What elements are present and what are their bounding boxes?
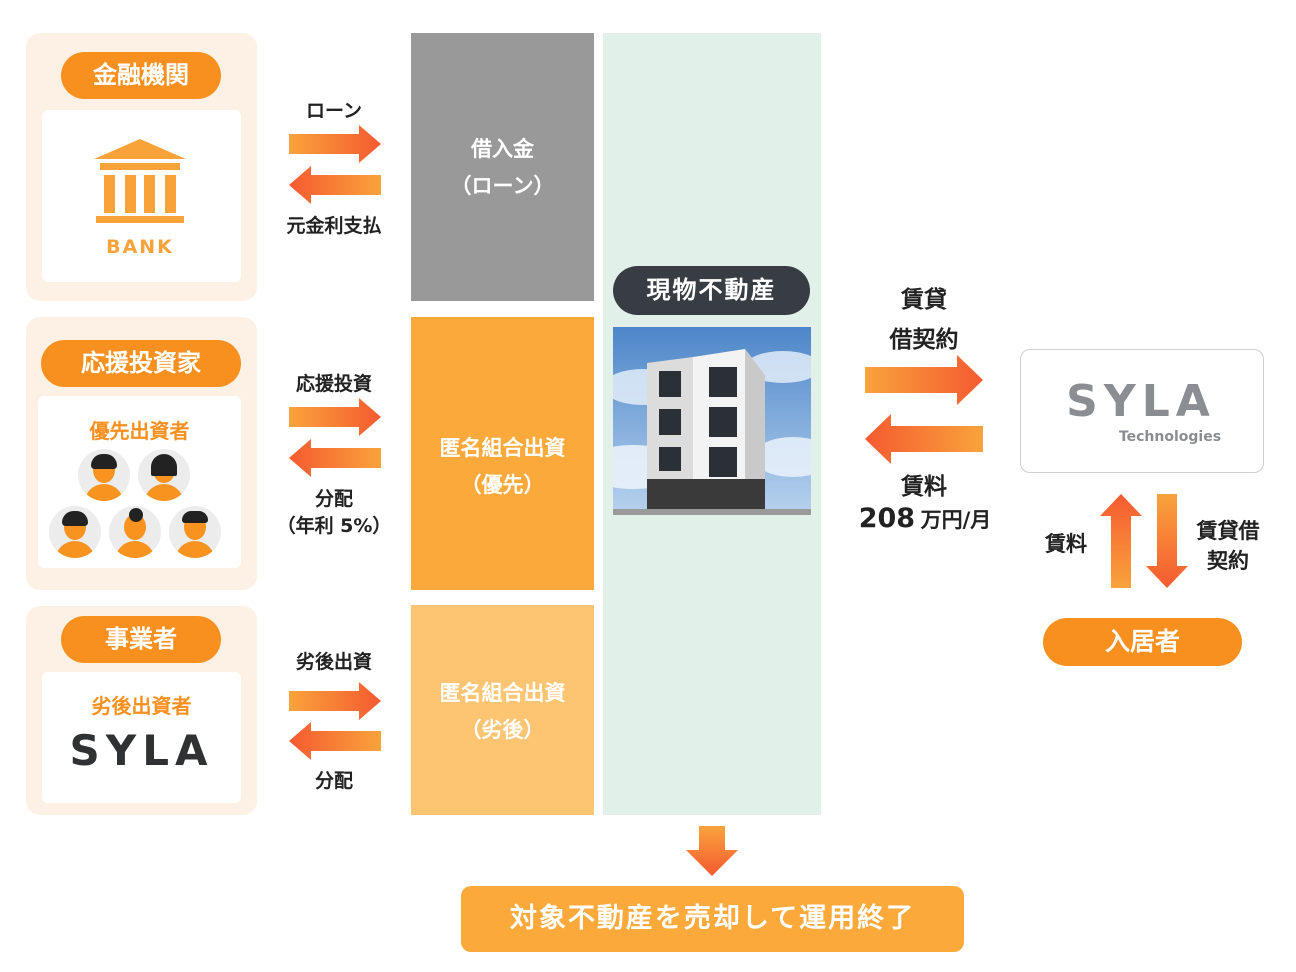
bank-icon: [94, 139, 186, 223]
arrow-right-icon: [289, 682, 381, 720]
arrow-left-icon: [865, 414, 983, 464]
lease-contract-label-1: 賃貸: [901, 287, 947, 313]
investors-title: 応援投資家: [41, 340, 241, 387]
exit-label: 対象不動産を売却して運用終了: [461, 886, 964, 952]
tenant-lease-label-2: 契約: [1207, 549, 1249, 573]
tenant-label: 入居者: [1043, 618, 1242, 666]
building-photo: [613, 327, 811, 515]
priority-column-label: 匿名組合出資: [439, 436, 566, 460]
investor-avatar: [138, 449, 190, 501]
rent-unit: 万円/月: [920, 508, 992, 532]
sub-distribution-flow-label: 分配: [314, 770, 353, 792]
distribution-flow-label: 分配: [314, 488, 353, 510]
investor-avatar: [78, 449, 130, 501]
syla-technologies-card: [1020, 349, 1264, 473]
priority-column-sublabel: （優先）: [460, 473, 545, 497]
investors-subtitle: 優先出資者: [89, 419, 190, 443]
priority-column: 匿名組合出資 （優先）: [411, 317, 594, 590]
bank-icon-label: BANK: [106, 236, 174, 258]
invest-flow-label: 応援投資: [295, 373, 372, 395]
investor-avatar: [169, 506, 221, 558]
loan-column-sublabel: （ローン）: [450, 174, 555, 198]
arrow-left-icon: [289, 166, 381, 204]
rent-label: 賃料: [901, 474, 947, 500]
arrow-right-icon: [289, 398, 381, 436]
bank-title: 金融機関: [61, 52, 221, 99]
loan-column: 借入金 （ローン）: [411, 33, 594, 301]
operator-title: 事業者: [61, 616, 221, 663]
loan-column-label: 借入金: [471, 137, 534, 161]
operator-subtitle: 劣後出資者: [91, 694, 192, 718]
syla-technologies-sub: Technologies: [1118, 429, 1222, 445]
arrow-down-icon: [1146, 494, 1188, 588]
investor-avatar: [109, 506, 161, 558]
subordinate-column-label: 匿名組合出資: [439, 681, 566, 705]
syla-technologies-logo: SYLA: [1066, 376, 1216, 427]
arrow-up-icon: [1100, 494, 1142, 588]
rent-amount: 208 万円/月: [840, 503, 1010, 534]
lease-contract-label-2: 借契約: [889, 327, 959, 353]
syla-logo: SYLA: [69, 726, 214, 775]
arrow-right-icon: [865, 355, 983, 405]
tenant-rent-label: 賃料: [1045, 532, 1087, 556]
interest-rate-label: （年利 5%）: [276, 515, 392, 537]
repayment-flow-label: 元金利支払: [286, 215, 382, 237]
property-label: 現物不動産: [613, 266, 810, 315]
sub-invest-flow-label: 劣後出資: [295, 651, 372, 673]
loan-flow-label: ローン: [305, 100, 363, 122]
subordinate-column: 匿名組合出資 （劣後）: [411, 605, 594, 815]
arrow-left-icon: [289, 722, 381, 760]
operator-card: [42, 672, 241, 803]
arrow-down-icon: [686, 826, 738, 876]
arrow-left-icon: [289, 439, 381, 477]
arrow-right-icon: [289, 125, 381, 163]
bank-card: [42, 110, 241, 282]
investor-avatar: [49, 506, 101, 558]
tenant-lease-label-1: 賃貸借: [1196, 519, 1260, 543]
rent-value: 208: [858, 503, 916, 534]
subordinate-column-sublabel: （劣後）: [460, 718, 545, 742]
